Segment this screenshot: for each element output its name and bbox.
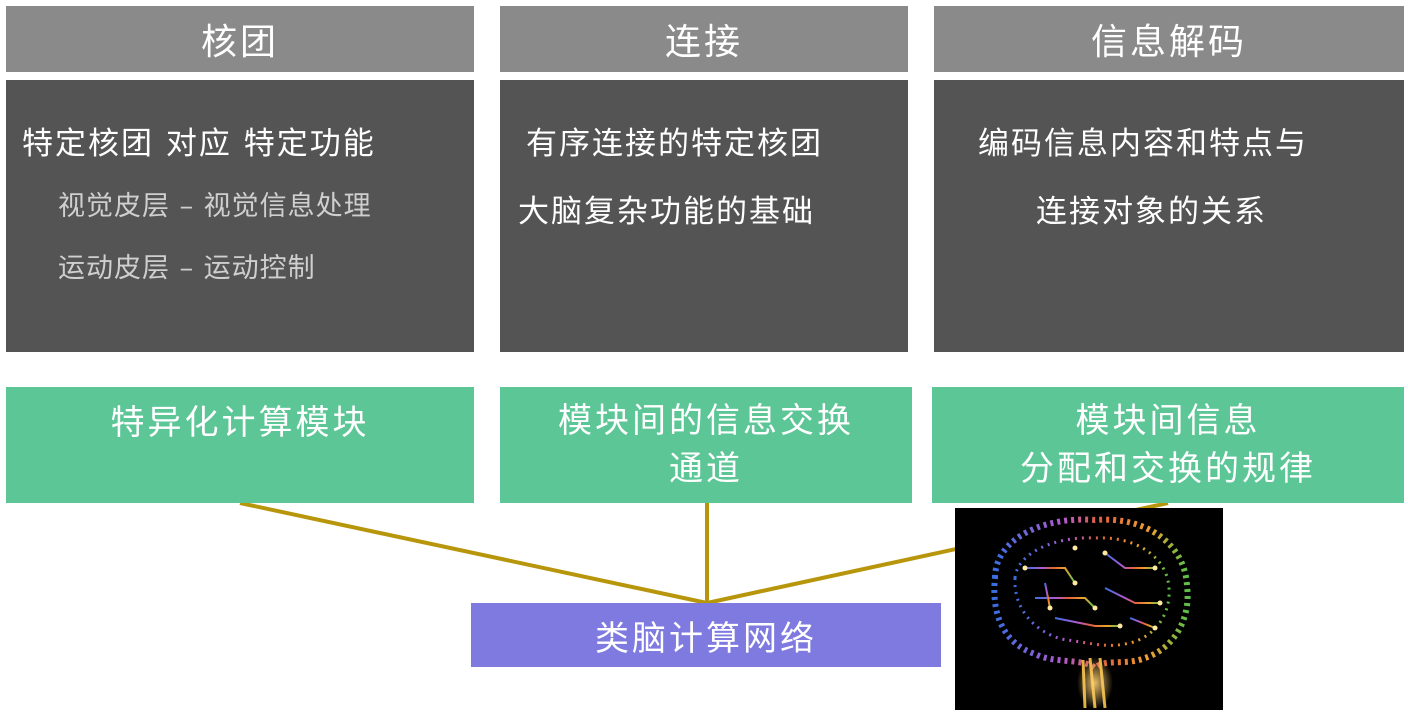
header-connection: 连接 — [500, 6, 908, 72]
header-decoding: 信息解码 — [934, 6, 1404, 72]
panel-connection-line-1: 有序连接的特定核团 — [526, 126, 823, 162]
brain-inspired-network-box: 类脑计算网络 — [471, 603, 941, 667]
brain-inspired-network-label: 类脑计算网络 — [595, 618, 817, 659]
panel-nucleus-subline-1: 视觉皮层 – 视觉信息处理 — [58, 191, 372, 222]
module-exchange-channel-line-1: 模块间的信息交换 — [558, 401, 854, 441]
module-specialized-line-1: 特异化计算模块 — [110, 403, 370, 443]
module-distribution-rules: 模块间信息 分配和交换的规律 — [932, 387, 1404, 503]
panel-connection-line-2: 大脑复杂功能的基础 — [518, 194, 815, 230]
panel-connection: 有序连接的特定核团 大脑复杂功能的基础 — [500, 80, 908, 352]
panel-decoding-line-1: 编码信息内容和特点与 — [978, 126, 1308, 162]
header-decoding-label: 信息解码 — [1090, 22, 1247, 63]
circuit-brain-image — [955, 508, 1223, 710]
module-distribution-rules-line-2: 分配和交换的规律 — [1020, 449, 1316, 489]
header-nucleus-label: 核团 — [200, 22, 279, 63]
panel-decoding: 编码信息内容和特点与 连接对象的关系 — [934, 80, 1404, 352]
panel-nucleus-subline-2: 运动皮层 – 运动控制 — [58, 253, 316, 284]
header-connection-label: 连接 — [664, 22, 743, 63]
module-exchange-channel: 模块间的信息交换 通道 — [500, 387, 912, 503]
circuit-brain-icon — [991, 516, 1191, 709]
module-exchange-channel-line-2: 通道 — [669, 449, 743, 489]
module-specialized: 特异化计算模块 — [6, 387, 474, 503]
panel-decoding-line-2: 连接对象的关系 — [1036, 194, 1267, 230]
header-nucleus: 核团 — [6, 6, 474, 72]
connector-line-left — [239, 501, 708, 605]
module-distribution-rules-line-1: 模块间信息 — [1075, 401, 1261, 441]
panel-nucleus: 特定核团 对应 特定功能 视觉皮层 – 视觉信息处理 运动皮层 – 运动控制 — [6, 80, 474, 352]
panel-nucleus-line-1: 特定核团 对应 特定功能 — [22, 126, 376, 162]
